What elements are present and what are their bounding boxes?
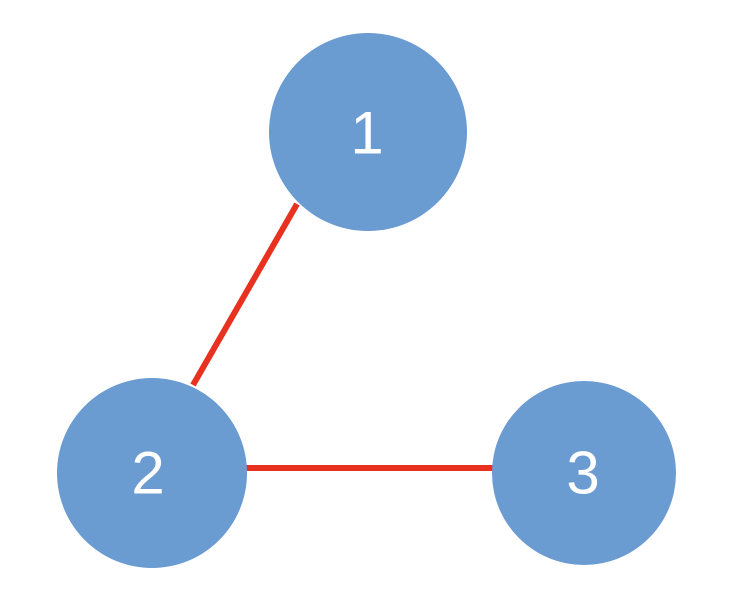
node-circle-3[interactable] [492,381,676,565]
graph-edge-1-2[interactable] [190,202,300,387]
graph-node-1[interactable]: 1 [269,33,467,231]
node-circle-1[interactable] [269,33,467,231]
edge-layer [190,202,494,471]
node-layer: 12 3 [57,33,676,568]
graph-node-2[interactable]: 2 [57,378,247,568]
node-circle-2[interactable] [57,378,247,568]
graph-node-3[interactable]: 3 [492,381,676,565]
